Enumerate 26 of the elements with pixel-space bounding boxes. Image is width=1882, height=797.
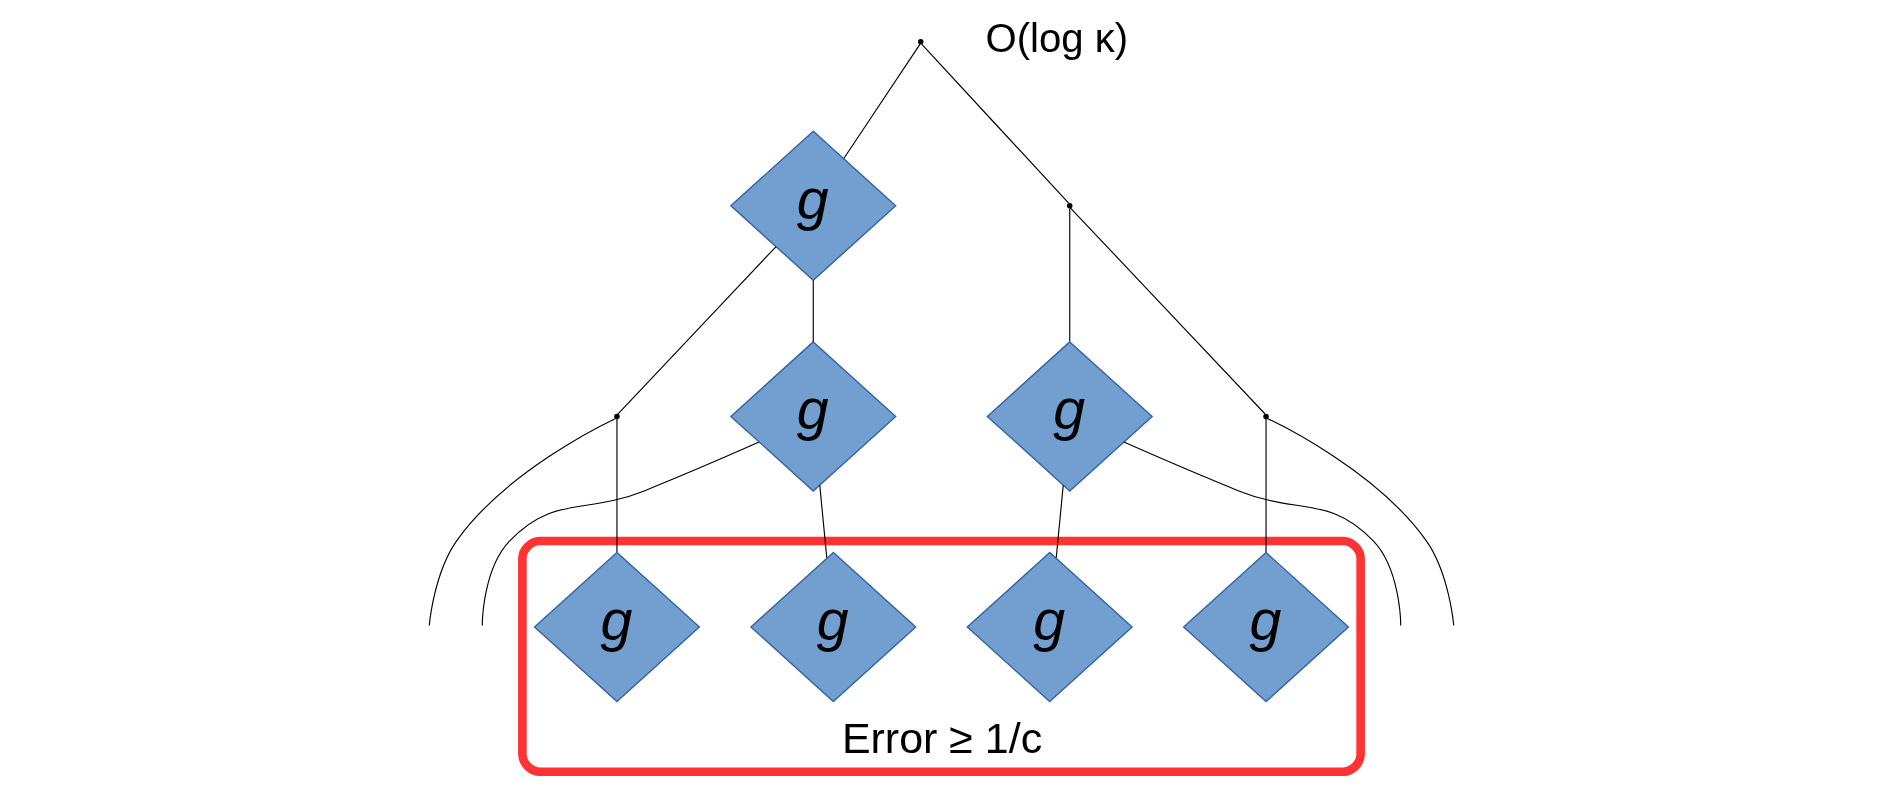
connector bbox=[616, 246, 776, 415]
connector bbox=[1069, 207, 1265, 415]
connector bbox=[481, 441, 760, 627]
node-diamond: g bbox=[965, 551, 1133, 703]
node-diamond: g bbox=[749, 551, 917, 703]
node-diamond: g bbox=[729, 130, 897, 282]
connector bbox=[1068, 207, 1070, 342]
connector bbox=[1264, 418, 1267, 553]
connector bbox=[428, 417, 616, 627]
connector bbox=[812, 279, 814, 343]
node-diamond: g bbox=[729, 340, 897, 492]
connector bbox=[1122, 441, 1401, 627]
connector bbox=[1055, 484, 1064, 559]
node-point bbox=[1262, 413, 1269, 420]
node-point bbox=[917, 38, 923, 45]
connector bbox=[818, 484, 827, 559]
connector bbox=[842, 43, 921, 160]
connector bbox=[1266, 417, 1454, 627]
node-diamond: g bbox=[985, 340, 1153, 492]
node-diamond: g bbox=[533, 551, 700, 703]
node-diamond: g bbox=[1182, 551, 1349, 703]
node-point bbox=[613, 413, 620, 420]
node-point bbox=[1066, 203, 1073, 209]
connector bbox=[920, 43, 1069, 204]
connector bbox=[615, 418, 618, 553]
label: O(log κ) bbox=[985, 15, 1128, 61]
